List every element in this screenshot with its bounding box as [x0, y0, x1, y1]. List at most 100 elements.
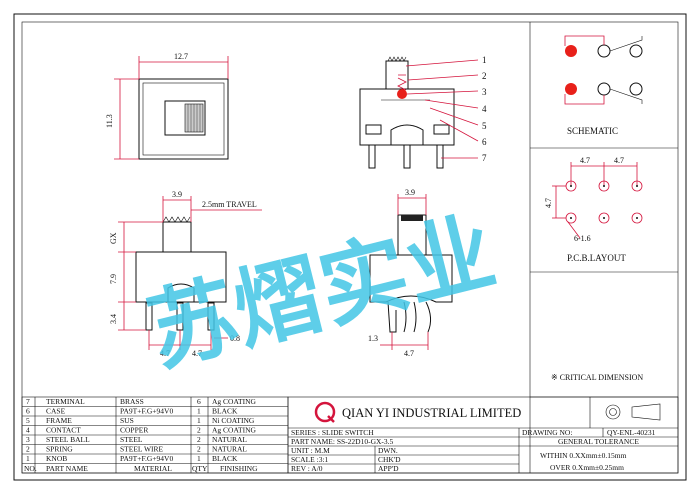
lower-body: [135, 251, 227, 303]
pcb-pitch-b: 4.7: [614, 156, 624, 165]
bom-rows-0-qty: 6: [197, 397, 201, 406]
schematic-label: SCHEMATIC: [567, 126, 618, 136]
callout-6: 6: [482, 137, 487, 147]
chkd: CHK'D: [378, 455, 401, 464]
callout-1: 1: [482, 55, 487, 65]
bom-rows-1-part: CASE: [46, 407, 66, 416]
side-pin-3: [436, 144, 444, 169]
bom-rows-0-material: BRASS: [120, 397, 144, 406]
schematic-pin-3: [629, 44, 643, 58]
front-knob-top: [401, 215, 423, 221]
side-view: 1 2 3 4 5 6 7: [359, 55, 487, 169]
dim-pin-height: 3.4: [109, 314, 118, 324]
bom-rows-5-finish: NATURAL: [212, 445, 247, 454]
bom-rows-4-material: STEEL: [120, 435, 143, 444]
company-logo: [314, 401, 336, 423]
dim-front-pin-offset: 1.3: [368, 334, 378, 343]
title-block: QIAN YI INDUSTRIAL LIMITED SERIES : SLID…: [287, 396, 679, 474]
dim-front-pitch: 4.7: [404, 349, 414, 358]
lower-left-view: 3.9 2.5mm TRAVEL GX 7.9 3.4 4.7 4.7 0.8: [109, 190, 262, 358]
dim-top-height: 11.3: [105, 114, 114, 128]
bom-header-material: MATERIAL: [134, 464, 172, 473]
part-name: PART NAME: SS-22D10-GX-3.5: [291, 437, 394, 446]
bom-rows-2-part: FRAME: [46, 416, 72, 425]
bom-rows-3-material: COPPER: [120, 426, 148, 435]
schematic-pin-1: [565, 45, 577, 57]
spring: [397, 74, 407, 91]
dim-pitch-right: 4.7: [192, 349, 202, 358]
tolerance-over: OVER 0.Xmm±0.25mm: [550, 463, 624, 472]
bom-rows-6-material: PA9T+F.G+94V0: [120, 454, 173, 463]
dim-travel: 2.5mm TRAVEL: [202, 200, 257, 209]
bom-rows-4-no: 3: [26, 435, 30, 444]
front-pin-2: [403, 301, 417, 333]
schematic: SCHEMATIC: [564, 35, 643, 136]
bom-rows-3-part: CONTACT: [46, 426, 81, 435]
top-view-slot: [164, 100, 206, 136]
bom-rows-1-material: PA9T+F.G+94V0: [120, 407, 173, 416]
unit: UNIT : M.M: [291, 446, 330, 455]
top-view-body: [138, 78, 229, 160]
bom-rows-0-finish: Ag COATING: [212, 397, 257, 406]
bom-rows-2-finish: Ni COATING: [212, 416, 255, 425]
bom-rows-4-finish: NATURAL: [212, 435, 247, 444]
steel-ball: [397, 89, 407, 99]
bom-rows-5-part: SPRING: [46, 445, 73, 454]
scale: SCALE :3:1: [291, 455, 329, 464]
bom-rows-1-finish: BLACK: [212, 407, 238, 416]
drawing-no: QY-ENL-40231: [607, 428, 656, 437]
schematic-pin-4: [565, 83, 577, 95]
callout-2: 2: [482, 71, 487, 81]
side-pin-2: [403, 144, 411, 169]
watermark: 苏熠实业: [138, 199, 504, 384]
lower-right-view: 3.9 1.3 4.7: [368, 188, 453, 358]
pcb-label: P.C.B.LAYOUT: [567, 253, 626, 263]
front-pin-1: [387, 301, 397, 333]
series: SERIES : SLIDE SWITCH: [291, 428, 374, 437]
bom-rows-5-no: 2: [26, 445, 30, 454]
bom-rows-2-qty: 1: [197, 416, 201, 425]
bom-rows-1-qty: 1: [197, 407, 201, 416]
pcb-layout: 4.7 4.7 4.7 6-1.6 P.C.B.LAYOUT: [544, 156, 643, 263]
dim-gx: GX: [109, 232, 118, 244]
projection-icon: [631, 403, 661, 421]
dwn: DWN.: [378, 446, 398, 455]
bom-rows-2-no: 5: [26, 416, 30, 425]
dim-knob-width: 3.9: [172, 190, 182, 199]
schematic-pin-6: [629, 82, 643, 96]
bom-rows-5-qty: 2: [197, 445, 201, 454]
side-pin-1: [368, 144, 376, 169]
callout-7: 7: [482, 153, 487, 163]
bom-rows-6-qty: 1: [197, 454, 201, 463]
appd: APP'D: [378, 464, 399, 473]
front-pin-3: [425, 301, 432, 333]
pcb-pitch-a: 4.7: [580, 156, 590, 165]
outer-frame: [13, 13, 687, 481]
callout-3: 3: [482, 87, 487, 97]
bom-rows-1-no: 6: [26, 407, 30, 416]
drawing-no-label: DRAWING NO:: [522, 428, 572, 437]
critical-dimension-note: ※ CRITICAL DIMENSION: [551, 373, 643, 382]
top-view: 12.7 11.3: [105, 52, 229, 160]
bom-rows-5-material: STEEL WIRE: [120, 445, 164, 454]
bom-rows-4-qty: 2: [197, 435, 201, 444]
bom-rows-0-no: 7: [26, 397, 30, 406]
dim-body-height: 7.9: [109, 274, 118, 284]
side-notch: [390, 124, 424, 145]
bom-rows-2-material: SUS: [120, 416, 134, 425]
callout-4: 4: [482, 104, 487, 114]
bom-header-no: NO.: [24, 464, 37, 473]
bom-rows-6-no: 1: [26, 454, 30, 463]
bom-rows-6-finish: BLACK: [212, 454, 238, 463]
bom-rows-6-part: KNOB: [46, 454, 67, 463]
schematic-pin-2: [597, 44, 611, 58]
bom-rows-4-part: STEEL BALL: [46, 435, 90, 444]
bom-header-part: PART NAME: [46, 464, 88, 473]
bom-rows-0-part: TERMINAL: [46, 397, 85, 406]
front-body: [369, 254, 453, 303]
rev: REV : A/0: [291, 464, 323, 473]
pcb-row-pitch: 4.7: [544, 198, 553, 208]
top-view-inner: [142, 82, 225, 156]
